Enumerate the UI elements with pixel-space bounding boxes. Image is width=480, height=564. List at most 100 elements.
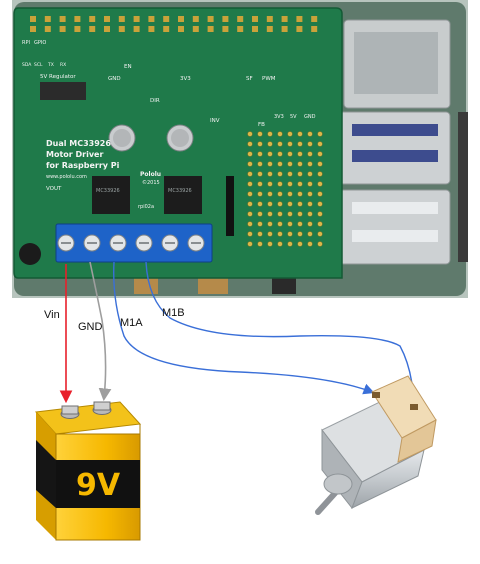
proto-hole xyxy=(287,141,293,147)
vout-barrel xyxy=(19,243,41,265)
gpio-pin xyxy=(44,16,51,22)
proto-hole xyxy=(247,151,253,157)
proto-hole xyxy=(247,131,253,137)
board-title-line3: for Raspberry Pi xyxy=(46,161,120,170)
battery-band-side xyxy=(36,440,56,508)
proto-hole xyxy=(297,241,303,247)
proto-hole xyxy=(287,161,293,167)
gpio-pin xyxy=(266,16,273,22)
proto-hole xyxy=(277,181,283,187)
driver-chip-1-text: MC33926 xyxy=(96,188,120,194)
proto-hole xyxy=(277,211,283,217)
proto-hole xyxy=(257,241,263,247)
proto-hole xyxy=(317,191,323,197)
proto-hole xyxy=(297,171,303,177)
proto-hole xyxy=(297,151,303,157)
gpio-pin xyxy=(237,26,244,32)
proto-hole xyxy=(317,211,323,217)
usb-port-top xyxy=(337,111,451,185)
driver-chip-2-text: MC33926 xyxy=(168,188,192,194)
gpio-pin xyxy=(74,16,81,22)
proto-hole xyxy=(287,241,293,247)
capacitor-2-top xyxy=(171,129,189,147)
proto-hole xyxy=(257,221,263,227)
proto-hole xyxy=(257,231,263,237)
proto-hole xyxy=(277,231,283,237)
proto-hole xyxy=(287,151,293,157)
rev-label: rpi02a xyxy=(138,204,154,210)
proto-hole xyxy=(287,211,293,217)
prototype-hole-grid xyxy=(247,131,323,247)
proto-hole xyxy=(277,221,283,227)
battery-terminal-left-body xyxy=(61,405,79,415)
proto-hole xyxy=(267,241,273,247)
gpio-pin xyxy=(59,16,66,22)
wire-label-m1a: M1A xyxy=(120,317,143,329)
motor-terminal-2 xyxy=(410,404,418,410)
wire-m1b xyxy=(145,261,420,415)
proto-hole xyxy=(307,141,313,147)
pin-label-sf: SF xyxy=(246,76,253,82)
proto-hole xyxy=(257,181,263,187)
proto-hole xyxy=(297,141,303,147)
wire-label-m1b: M1B xyxy=(162,307,185,319)
gpio-pin xyxy=(74,26,81,32)
gpio-pin xyxy=(281,16,288,22)
driver-chip-1 xyxy=(92,176,130,214)
wire-m1a xyxy=(113,261,375,395)
gpio-pin xyxy=(30,16,36,22)
proto-hole xyxy=(317,131,323,137)
proto-hole xyxy=(307,151,313,157)
proto-hole xyxy=(247,171,253,177)
proto-hole xyxy=(297,201,303,207)
vout-label: VOUT xyxy=(46,186,62,192)
gpio-pin xyxy=(163,26,170,32)
gpio-pin xyxy=(148,16,155,22)
gpio-header xyxy=(30,16,318,32)
pin-label-5v: 5V xyxy=(290,114,297,120)
gpio-pin xyxy=(178,26,184,32)
gpio-pin xyxy=(207,26,214,32)
gpio-pin xyxy=(89,16,96,22)
proto-hole xyxy=(257,151,263,157)
usb-port-top-tongue-2 xyxy=(352,150,438,162)
wire-gnd xyxy=(89,261,112,402)
proto-hole xyxy=(277,201,283,207)
pin-label-pwm: PWM xyxy=(262,76,276,82)
gpio-pin xyxy=(118,16,125,22)
gpio-pin xyxy=(266,26,273,32)
battery-terminal-right-body xyxy=(93,401,111,411)
proto-hole xyxy=(307,171,313,177)
proto-hole xyxy=(247,181,253,187)
header-label-tx: TX xyxy=(47,62,54,68)
proto-hole xyxy=(277,241,283,247)
proto-hole xyxy=(317,241,323,247)
proto-hole xyxy=(297,211,303,217)
proto-hole xyxy=(267,221,273,227)
proto-hole xyxy=(277,131,283,137)
header-label-rx: RX xyxy=(60,62,66,68)
proto-hole xyxy=(267,151,273,157)
proto-hole xyxy=(247,221,253,227)
gpio-pin xyxy=(252,26,258,32)
dc-motor xyxy=(315,375,437,515)
proto-hole xyxy=(317,181,323,187)
proto-hole xyxy=(307,201,313,207)
proto-hole xyxy=(257,211,263,217)
proto-hole xyxy=(297,181,303,187)
proto-hole xyxy=(317,161,323,167)
proto-hole xyxy=(287,171,293,177)
proto-hole xyxy=(277,151,283,157)
proto-hole xyxy=(277,161,283,167)
proto-hole xyxy=(247,201,253,207)
usb-port-top-tongue xyxy=(352,124,438,136)
wire-label-vin: Vin xyxy=(44,309,60,321)
gpio-pin xyxy=(163,16,170,22)
proto-hole xyxy=(317,171,323,177)
header-label-gpio: GPIO xyxy=(34,40,46,46)
gpio-pin xyxy=(311,16,318,22)
wire-label-gnd: GND xyxy=(78,321,103,333)
gpio-pin xyxy=(296,26,303,32)
proto-hole xyxy=(247,241,253,247)
proto-hole xyxy=(277,141,283,147)
